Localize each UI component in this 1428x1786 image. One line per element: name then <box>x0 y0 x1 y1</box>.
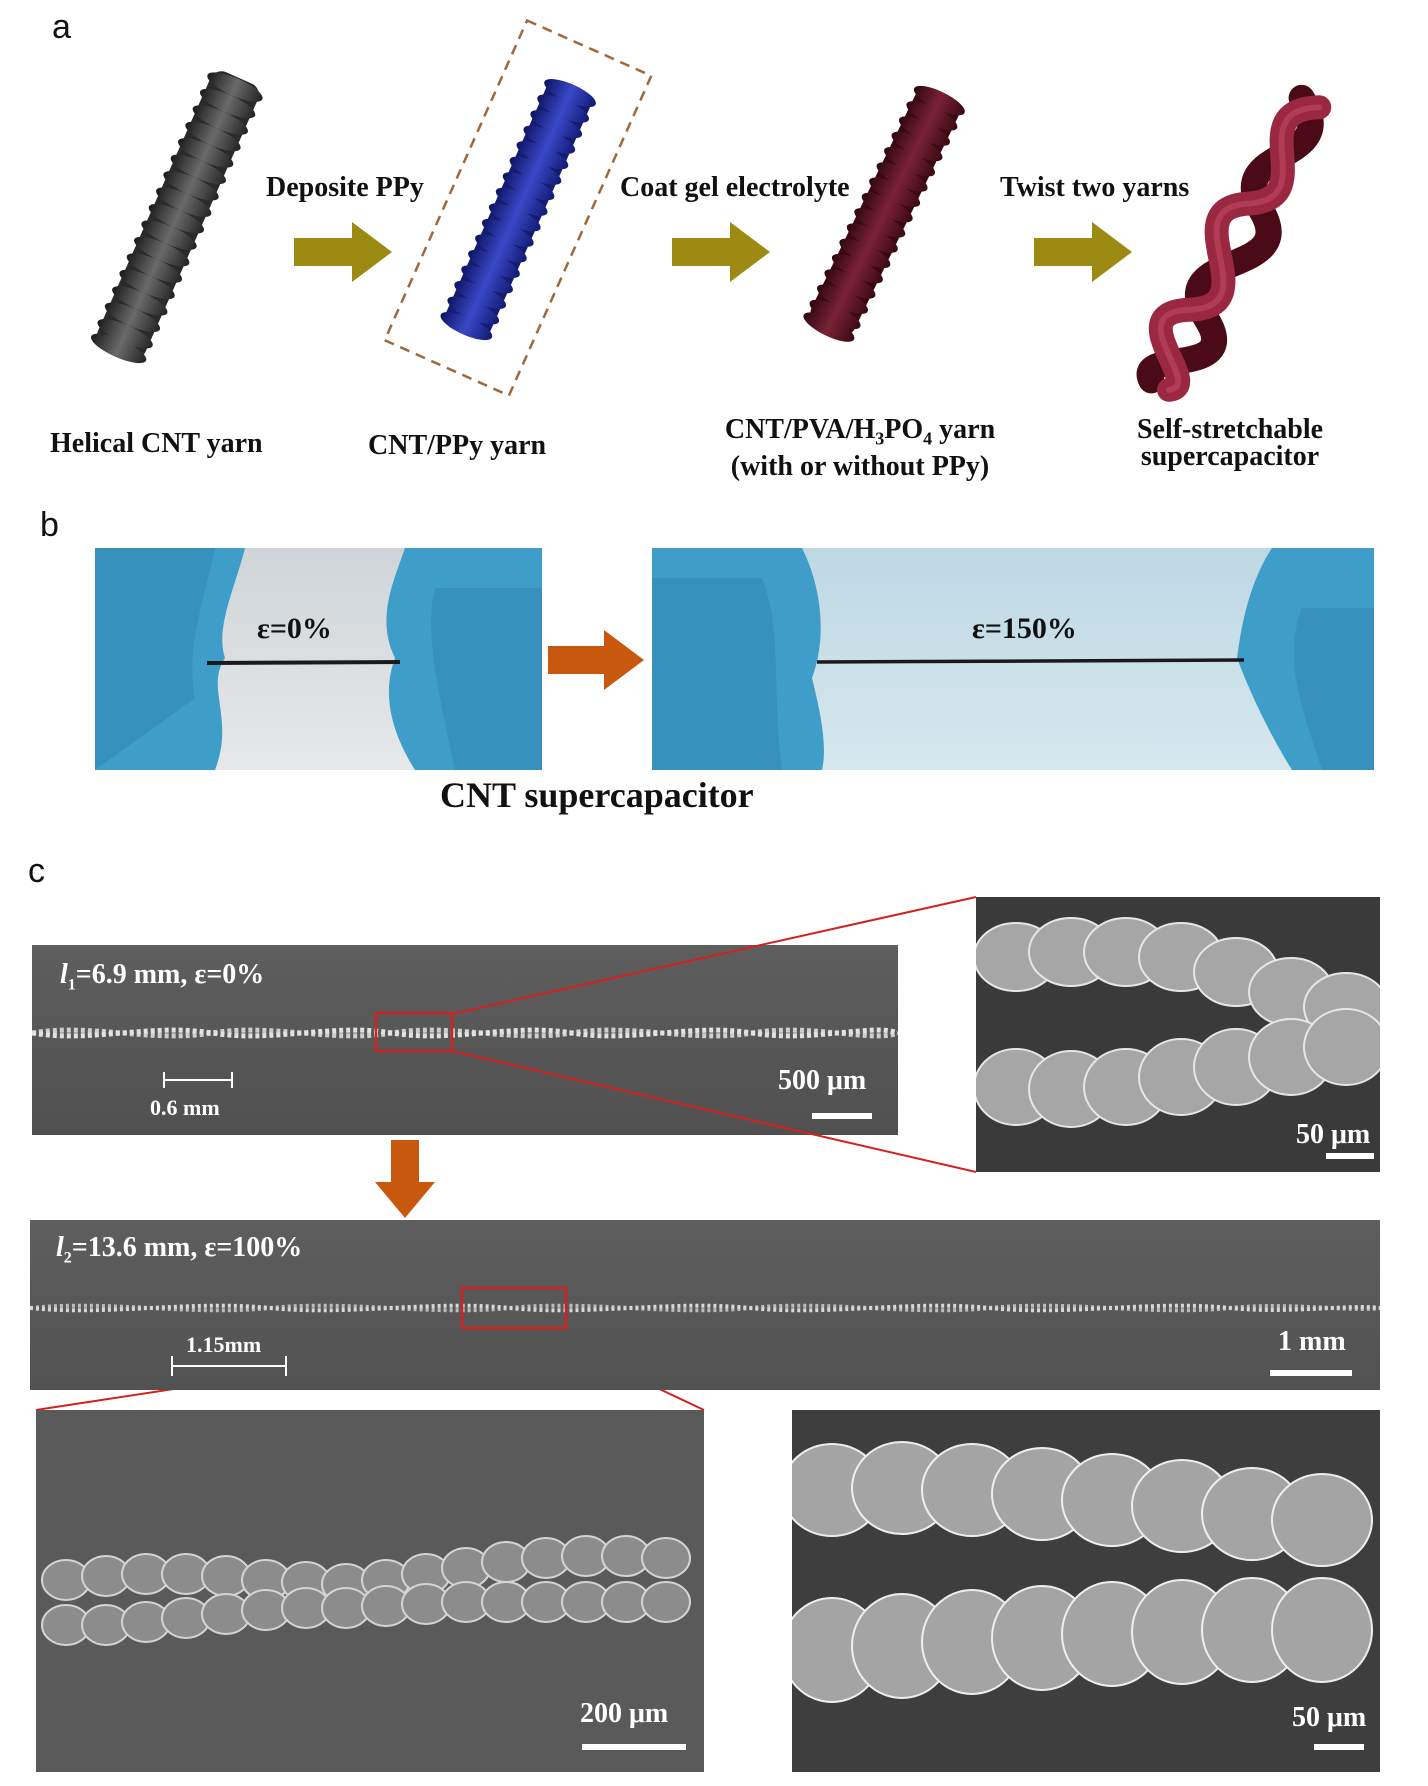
photo-stretched: ε=150% <box>652 548 1374 770</box>
helical-cnt-yarn <box>90 71 263 364</box>
sem-top-strip: l1=6.9 mm, ε=0% 0.6 mm 500 μm <box>32 945 898 1135</box>
cnt-ppy-yarn <box>440 79 596 341</box>
sem-bottom-right: 50 μm <box>792 1410 1380 1772</box>
mid-scale-label: 1 mm <box>1278 1326 1346 1357</box>
top-scale-label: 500 μm <box>778 1065 867 1096</box>
bottom-right-scale-bar <box>1314 1744 1364 1750</box>
bottom-left-scale-bar <box>582 1744 686 1750</box>
mid-pitch-label: 1.15mm <box>186 1332 262 1357</box>
sem-bottom-left: 200 μm <box>36 1410 704 1772</box>
arrow-twist <box>1034 222 1132 282</box>
zoom-top-scale-label: 50 μm <box>1296 1119 1371 1150</box>
arrow-deposite-ppy <box>294 222 392 282</box>
zoom-box-mid <box>460 1286 568 1330</box>
zoom-top-scale-bar <box>1326 1153 1374 1159</box>
strain-left: ε=0% <box>257 612 332 645</box>
step-deposite-ppy: Deposite PPy <box>266 172 424 203</box>
top-pitch-label: 0.6 mm <box>150 1095 220 1120</box>
mid-scale-bar <box>1270 1370 1352 1376</box>
twisted-supercapacitor <box>1136 84 1332 402</box>
panel-b-letter: b <box>40 506 59 544</box>
mid-length-label: l2=13.6 mm, ε=100% <box>56 1232 303 1267</box>
label-cnt-gel-yarn: CNT/PVA/H3PO4 yarn (with or without PPy) <box>724 414 996 482</box>
arrow-coat-gel <box>672 222 770 282</box>
cnt-gel-yarn <box>803 85 965 342</box>
panel-c-letter: c <box>28 852 45 890</box>
bottom-left-scale-label: 200 μm <box>580 1698 669 1729</box>
zoom-box-top <box>374 1011 454 1053</box>
panel-a-schematic <box>90 18 1332 402</box>
top-scale-bar <box>812 1113 872 1119</box>
strain-right: ε=150% <box>972 612 1077 645</box>
step-twist: Twist two yarns <box>1000 172 1190 203</box>
step-coat-gel: Coat gel electrolyte <box>620 172 850 203</box>
arrow-stretch <box>548 630 644 690</box>
photo-unstretched: ε=0% <box>95 548 542 770</box>
sem-zoom-top: 50 μm <box>976 897 1380 1172</box>
arrow-down <box>375 1140 435 1218</box>
sem-mid-strip: l2=13.6 mm, ε=100% 1.15mm 1 mm <box>30 1220 1380 1390</box>
label-self-stretchable: Self-stretchable supercapacitor <box>1136 414 1324 472</box>
panel-a-letter: a <box>52 8 71 46</box>
panel-b-caption: CNT supercapacitor <box>440 775 754 815</box>
label-cnt-ppy-yarn: CNT/PPy yarn <box>368 430 547 461</box>
bottom-right-scale-label: 50 μm <box>1292 1702 1367 1733</box>
top-length-label: l1=6.9 mm, ε=0% <box>60 959 265 994</box>
label-helical-cnt-yarn: Helical CNT yarn <box>50 428 263 459</box>
